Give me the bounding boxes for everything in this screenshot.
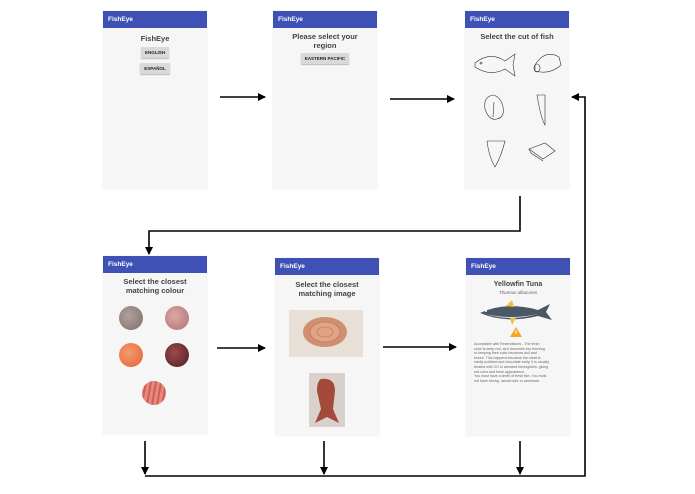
colour-swatch-dark-red[interactable] (165, 343, 189, 367)
app-bar: FishEye (466, 258, 570, 275)
arrow-loop-back (145, 93, 586, 477)
screen-result: FishEye Yellowfin Tuna Thunnus albacares… (466, 258, 570, 436)
app-bar: FishEye (103, 11, 207, 28)
english-button[interactable]: ENGLISH (140, 47, 169, 58)
description-line: or keeping their color becomes dull and (474, 351, 537, 356)
screen-image: FishEye Select the closest matching imag… (275, 258, 379, 436)
fillet-icon[interactable] (536, 94, 546, 126)
tail-cut-icon[interactable] (486, 140, 506, 168)
result-description: Acceptable with Reservations - The fresh… (474, 342, 564, 383)
screen-title: Select the closest matching colour (123, 277, 187, 295)
description-line: red color and fresh appearance. (474, 369, 525, 374)
eastern-pacific-button[interactable]: EASTERN PACIFIC (300, 53, 350, 64)
fish-photo-fillet[interactable] (309, 373, 345, 427)
description-line: easily oxidized and chocolate early. It … (474, 360, 550, 365)
app-bar: FishEye (103, 256, 207, 273)
description-line: not have strong, rancid odor or ammonia. (474, 378, 540, 383)
colour-swatch-pink[interactable] (165, 306, 189, 330)
warning-icon (510, 327, 522, 337)
colour-swatch-orange[interactable] (119, 343, 143, 367)
description-line: You must have a smell of fresh fish. You… (474, 374, 547, 379)
description-line: brown. This happens because the meat is (474, 355, 541, 360)
arrow-3-to-4 (145, 196, 521, 255)
loin-icon[interactable] (533, 54, 562, 73)
screen-title: Select the cut of fish (480, 32, 554, 41)
colour-swatch-salmon[interactable] (142, 381, 166, 405)
screen-title: Please select your region (292, 32, 358, 50)
cut-options (474, 53, 562, 168)
description-line: Acceptable with Reservations - The fresh (474, 342, 540, 346)
steak-icon[interactable] (484, 94, 504, 120)
spanish-button[interactable]: ESPAÑOL (140, 63, 170, 74)
screen-title: Select the closest matching image (295, 280, 359, 298)
screen-colour: FishEye Select the closest matching colo… (103, 256, 207, 434)
app-bar: FishEye (275, 258, 379, 275)
colour-swatch-grey[interactable] (119, 306, 143, 330)
fish-photo-steak[interactable] (289, 310, 363, 357)
description-line: color is deep red, as it becomes low fre… (474, 346, 545, 351)
chunk-icon[interactable] (528, 142, 556, 162)
description-line: treated with CO to arrested hemoglobin, … (474, 364, 549, 369)
screen-language: FishEye FishEye ENGLISH ESPAÑOL (103, 11, 207, 189)
screen-title: FishEye (140, 34, 170, 43)
screen-cut: FishEye Select the cut of fish (465, 11, 569, 189)
screen-region: FishEye Please select your region EASTER… (273, 11, 377, 189)
result-subtitle: Thunnus albacares (498, 290, 538, 295)
whole-fish-icon[interactable] (474, 53, 516, 77)
app-bar: FishEye (273, 11, 377, 28)
app-bar: FishEye (465, 11, 569, 28)
tuna-illustration (480, 300, 552, 337)
result-title: Yellowfin Tuna (493, 281, 543, 288)
